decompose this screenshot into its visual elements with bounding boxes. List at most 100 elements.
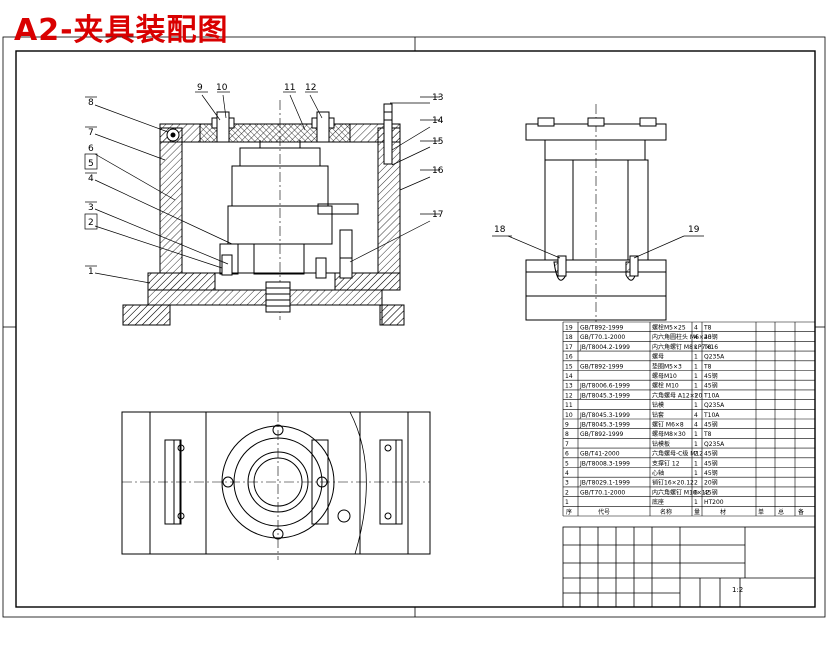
bom-cell: HT200 [704, 499, 724, 506]
bom-cell: 6 [565, 451, 569, 458]
bom-cell: 1 [694, 431, 698, 438]
bom-header-cell: 材 [720, 508, 726, 516]
bom-cell: Q235A [704, 354, 725, 361]
bom-cell: T8 [703, 363, 712, 370]
bom-header-cell: 量 [694, 509, 700, 516]
bom-cell: 5 [565, 460, 569, 467]
callout-2: 2 [88, 218, 94, 228]
scale-text: 1:2 [732, 586, 743, 594]
bom-cell: 螺母M8×30 [652, 430, 686, 438]
callout-17: 17 [432, 210, 443, 220]
bom-cell: 1 [694, 344, 698, 351]
callout-4: 4 [88, 174, 94, 184]
bom-cell: 内六角螺钉 M10×12 [652, 488, 710, 496]
bom-cell: T8 [703, 344, 712, 351]
bom-cell: GB/T892-1999 [580, 363, 624, 370]
bom-cell: T10A [703, 412, 720, 419]
bom-cell: 螺母 [652, 353, 664, 361]
bom-cell: 1 [694, 470, 698, 477]
bom-cell: T10A [703, 392, 720, 399]
bom-cell: 9 [565, 422, 569, 429]
bom-cell: 钻模板 [652, 440, 670, 448]
bom-cell: 2 [694, 451, 698, 458]
bom-cell: 18 [565, 334, 573, 341]
bom-cell: 1 [694, 499, 698, 506]
callout-leaders [84, 91, 440, 284]
bom-cell: 20钢 [704, 479, 718, 487]
bom-cell: GB/T70.1-2000 [580, 489, 625, 496]
bom-cell: Q235A [704, 402, 725, 409]
callout-1: 1 [88, 267, 94, 277]
bom-cell: 1 [694, 363, 698, 370]
bom-header-cell: 序 [566, 508, 572, 516]
callout-18: 18 [494, 225, 506, 235]
callout-9: 9 [197, 83, 203, 93]
callout-numbers: 8 7 6 5 4 3 2 1 9 10 11 12 13 14 15 16 1… [88, 83, 700, 277]
bom-cell: 1 [694, 402, 698, 409]
bom-header-cell: 总 [778, 508, 784, 516]
bom-header-cell: 单 [758, 508, 764, 516]
bom-cell: 4 [694, 325, 698, 332]
bom-cell: 45钢 [704, 469, 718, 477]
bom-cell: 螺钉 M6×8 [652, 421, 684, 429]
bom-cell: T8 [703, 325, 712, 332]
title-block [562, 526, 816, 608]
bom-cell: 4 [694, 334, 698, 341]
bom-header-cell: 备 [798, 508, 804, 516]
bom-cell: 螺母M10 [652, 372, 677, 380]
bom-cell: 45钢 [704, 459, 718, 467]
bom-cell: T8 [703, 431, 712, 438]
bom-cell: 心轴 [652, 469, 664, 477]
bom-cell: 45钢 [704, 450, 718, 458]
bom-cell: Q235A [704, 441, 725, 448]
bom-cell: 15 [565, 363, 573, 370]
bom-cell: 六角螺母 A12×20 [652, 391, 702, 399]
bom-cell: 垫圈M5×3 [652, 362, 682, 370]
callout-13: 13 [432, 93, 443, 103]
bom-cell: JB/T8045.3-1999 [579, 412, 630, 419]
bom-cell: 7 [565, 441, 569, 448]
callout-19: 19 [688, 225, 700, 235]
bom-cell: 19 [565, 325, 573, 332]
bom-cell: JB/T8045.3-1999 [579, 392, 630, 399]
bom-cell: 1 [694, 373, 698, 380]
bom-cell: 内六角圆柱头 M6×20 [652, 333, 712, 341]
side-view [492, 104, 704, 322]
bom-cell: JB/T8006.6-1999 [579, 383, 630, 390]
bom-cell: 1 [694, 383, 698, 390]
bom-cell: 内六角螺钉 M8×P7×16 [652, 343, 718, 351]
bom-cell: 六角螺母-C级 M12 [652, 450, 703, 458]
bom-cell: 4 [694, 422, 698, 429]
bom-cell: 45钢 [704, 488, 718, 496]
bom-cell: GB/T41-2000 [580, 451, 620, 458]
bom-cell: 45钢 [704, 333, 718, 341]
front-section-view [122, 100, 405, 326]
bom-cell: GB/T892-1999 [580, 431, 624, 438]
bom-cell: 螺栓 M10 [652, 382, 679, 390]
bom-cell: 1 [694, 392, 698, 399]
bom-cell: 钻模 [652, 401, 664, 409]
callout-8: 8 [88, 98, 94, 108]
bom-cell: 16 [565, 354, 573, 361]
bom-cell: 1 [565, 499, 569, 506]
callout-14: 14 [432, 116, 444, 126]
callout-11: 11 [284, 83, 295, 93]
bom-cell: 45钢 [704, 421, 718, 429]
callout-6: 6 [88, 144, 94, 154]
bom-cell: 45钢 [704, 382, 718, 390]
callout-3: 3 [88, 203, 94, 213]
bom-cell: JB/T8008.3-1999 [579, 460, 630, 467]
bom-cell: JB/T8045.3-1999 [579, 422, 630, 429]
bom-header-cell: 代号 [598, 508, 610, 516]
bom-cell: 1 [694, 460, 698, 467]
bom-cell: 12 [565, 392, 573, 399]
bom-cell: 3 [565, 480, 569, 487]
callout-15: 15 [432, 137, 443, 147]
bom-cell: JB/T8029.1-1999 [579, 480, 630, 487]
bom-cell: 17 [565, 344, 573, 351]
bom-cell: 2 [565, 489, 569, 496]
bom-cell: 螺栓M5×25 [652, 324, 686, 332]
bom-cell: 1 [694, 441, 698, 448]
callout-12: 12 [305, 83, 316, 93]
